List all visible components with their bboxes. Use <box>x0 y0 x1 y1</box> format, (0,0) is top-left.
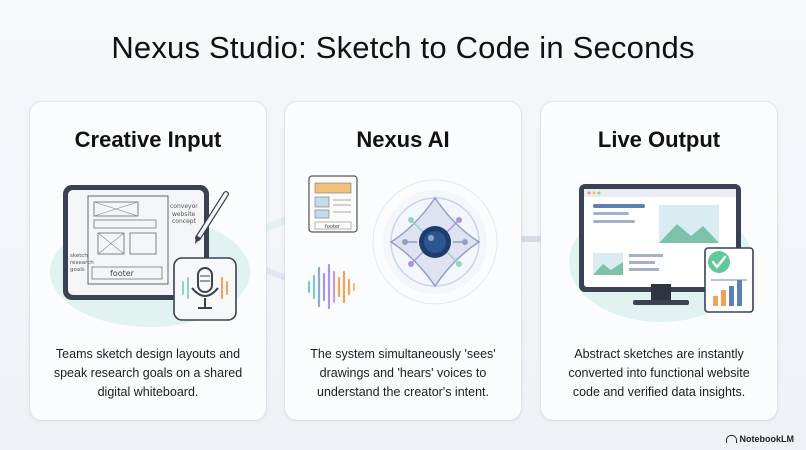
page-title: Nexus Studio: Sketch to Code in Seconds <box>111 30 695 65</box>
side-note: goals <box>70 267 85 273</box>
sketch-footer-box <box>91 266 163 280</box>
ai-core-icon <box>372 179 498 305</box>
brand-label: NotebookLM <box>739 434 795 444</box>
brand-footer: NotebookLM <box>725 434 795 444</box>
card-description: The system simultaneously 'sees' drawing… <box>310 347 496 399</box>
card-nexus-ai: Nexus AI footer <box>285 102 521 420</box>
card-heading: Nexus AI <box>356 127 450 152</box>
sketch-block <box>97 232 125 255</box>
sketch-note: conveyor <box>170 203 198 210</box>
sketch-footer-label: footer <box>110 269 135 278</box>
side-note: research <box>70 260 94 266</box>
sketch-block <box>93 201 139 217</box>
voice-waveform-icon <box>307 263 356 310</box>
card-description: Teams sketch design layouts and speak re… <box>53 347 243 399</box>
sketch-page <box>87 195 169 285</box>
sketch-block <box>93 219 157 229</box>
sketch-note: concept <box>172 218 197 225</box>
card-creative-input: Creative Input footer conveyor website c… <box>30 102 266 420</box>
stylus-icon <box>195 191 229 244</box>
side-note: sketch <box>70 253 88 259</box>
mini-sketch-icon: footer <box>308 175 358 233</box>
sketch-note: website <box>172 211 196 218</box>
card-live-output: Live Output <box>541 102 777 420</box>
verified-report-icon <box>704 247 754 313</box>
monitor-icon <box>579 184 741 305</box>
card-heading: Creative Input <box>74 127 222 152</box>
microphone-icon <box>173 257 237 321</box>
card-heading: Live Output <box>597 127 721 152</box>
whiteboard-illustration: footer conveyor website concept sketch r… <box>50 185 250 327</box>
card-description: Abstract sketches are instantly converte… <box>568 347 750 399</box>
ai-core-illustration: footer <box>307 175 498 310</box>
notebooklm-icon <box>725 435 737 443</box>
monitor-illustration <box>569 184 754 322</box>
mini-footer-label: footer <box>325 224 341 230</box>
sketch-block <box>129 232 157 255</box>
